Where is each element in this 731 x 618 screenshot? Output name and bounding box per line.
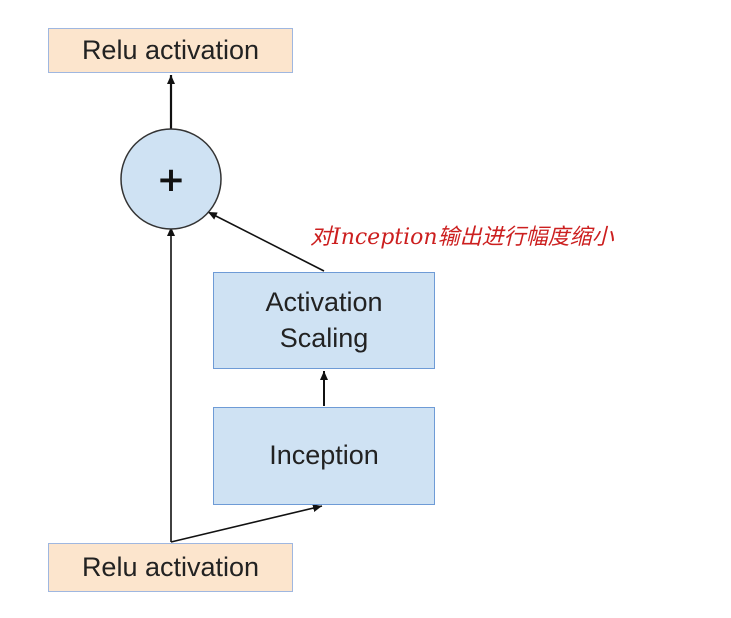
handwritten-annotation: 对Inception输出进行幅度缩小 bbox=[310, 225, 614, 250]
activation-scaling-box: Activation Scaling bbox=[213, 272, 435, 369]
relu-activation-output-box: Relu activation bbox=[48, 28, 293, 73]
relu-activation-input-label: Relu activation bbox=[81, 552, 260, 582]
relu-activation-output-label: Relu activation bbox=[81, 35, 260, 65]
inception-label: Inception bbox=[269, 440, 379, 471]
inception-box: Inception bbox=[213, 407, 435, 505]
add-node-circle bbox=[120, 128, 222, 230]
add-node-symbol: + bbox=[157, 160, 186, 200]
edge-scaling-to-add bbox=[207, 211, 325, 272]
activation-scaling-label-line2: Scaling bbox=[279, 322, 369, 353]
edge-relu-to-inception bbox=[170, 504, 323, 543]
relu-activation-input-box: Relu activation bbox=[48, 543, 293, 592]
activation-scaling-label-line1: Activation bbox=[265, 287, 383, 318]
